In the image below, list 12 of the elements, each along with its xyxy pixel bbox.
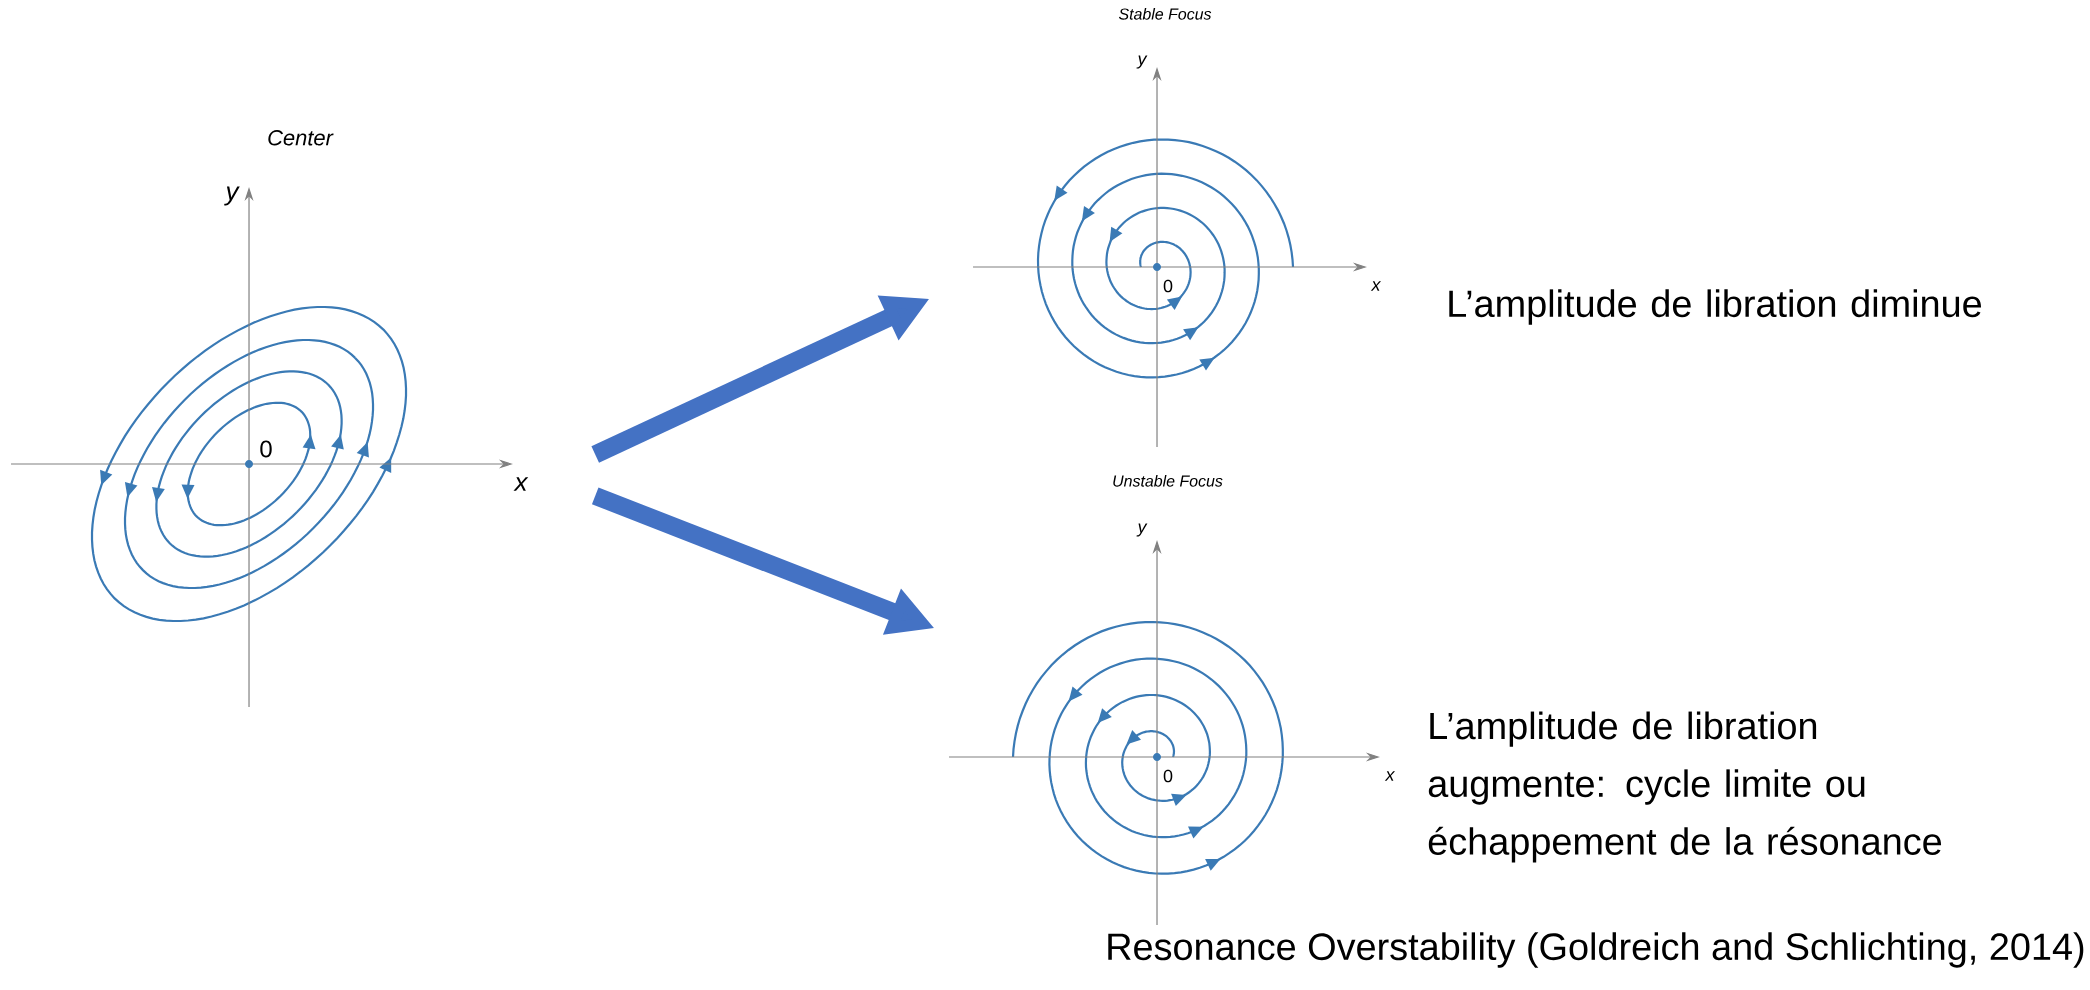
description-text: L’amplitude de libration augmente: cycle limite ou échappement de la résonance: [1428, 711, 1942, 863]
origin-label: 0: [1163, 279, 1173, 293]
origin-label: 0: [260, 440, 272, 458]
portrait-title: Stable Focus: [1118, 8, 1212, 20]
axis-label: y: [1136, 523, 1148, 537]
description-text: L’amplitude de libration diminue: [1449, 289, 1981, 325]
portrait-title: Center: [268, 130, 334, 146]
portrait-title: Unstable Focus: [1113, 475, 1223, 487]
origin-label: 0: [1163, 769, 1173, 783]
axis-label: y: [224, 186, 240, 206]
axis-label: y: [1136, 55, 1148, 69]
citation: Resonance Overstability (Goldreich and Schlichting, 2014): [1108, 932, 2084, 968]
